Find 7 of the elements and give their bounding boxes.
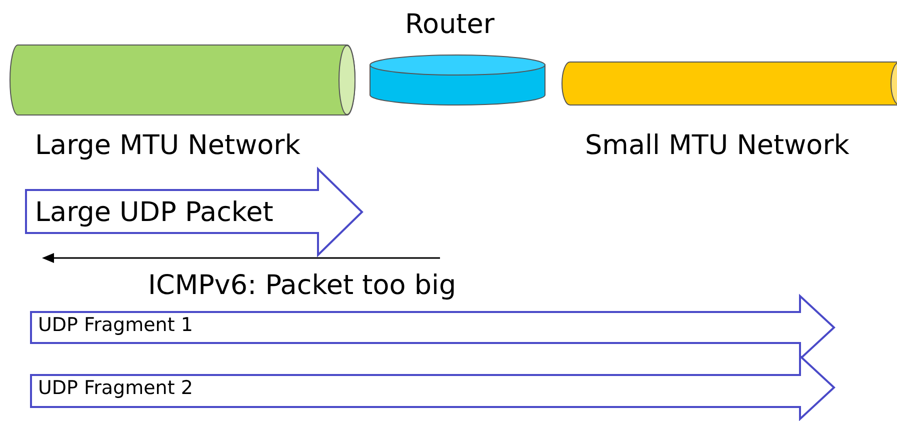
arrow-label: Large UDP Packet: [35, 198, 274, 228]
network-label: Small MTU Network: [585, 131, 850, 161]
network-label: Large MTU Network: [35, 131, 300, 161]
arrow-label: ICMPv6: Packet too big: [148, 271, 456, 301]
arrow-label: UDP Fragment 1: [38, 315, 193, 336]
arrow-label: UDP Fragment 2: [38, 378, 193, 399]
router-label: Router: [405, 10, 494, 40]
